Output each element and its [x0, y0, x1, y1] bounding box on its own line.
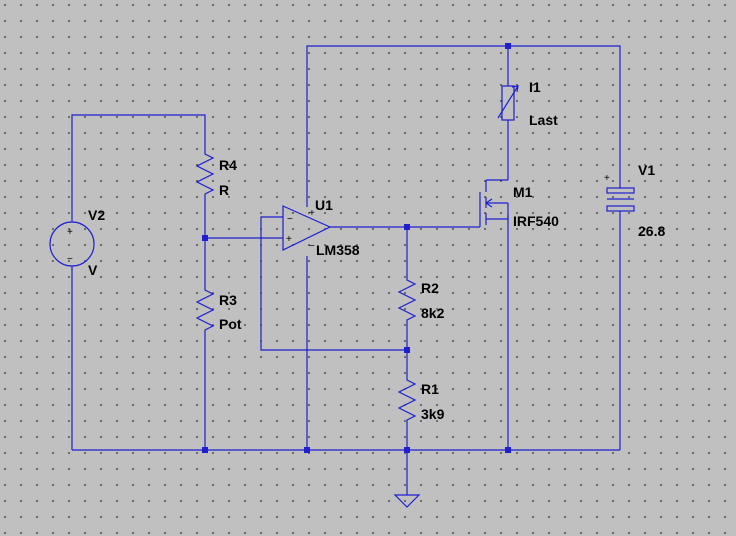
wire-v2-top: [71, 114, 206, 222]
i1-value: Last: [529, 112, 558, 128]
wire-inv-feedback: [260, 216, 407, 351]
i1-arrow-head: [511, 85, 519, 93]
junction-opamp-gnd: [304, 447, 310, 453]
u1-vplus-sign: +: [309, 208, 315, 219]
r2-value: 8k2: [421, 305, 445, 321]
resistor-r2-symbol[interactable]: [397, 276, 417, 326]
v1-plate-long: [606, 187, 635, 194]
v2-value: V: [88, 262, 98, 278]
resistor-r4-symbol[interactable]: [195, 150, 215, 202]
junction-gate: [404, 224, 410, 230]
v2-circle: [49, 221, 95, 267]
wires: [71, 45, 621, 495]
v2-plus: +: [67, 227, 73, 238]
current-source-i1-symbol[interactable]: [497, 85, 519, 121]
r1-value: 3k9: [421, 406, 445, 422]
u1-value: LM358: [316, 242, 360, 258]
u1-noninv-sign: +: [286, 234, 292, 245]
m1-name: M1: [513, 184, 533, 200]
v1-value: 26.8: [638, 223, 665, 239]
u1-inv-sign: −: [287, 214, 293, 225]
v1-name: V1: [638, 162, 655, 178]
junctions: [202, 43, 511, 453]
battery-v1-symbol[interactable]: +: [604, 170, 635, 215]
junction-source-gnd: [505, 447, 511, 453]
junction-r3-gnd: [202, 447, 208, 453]
junction-r1-gnd: [404, 447, 410, 453]
i1-arrow-shaft: [497, 85, 519, 119]
v2-name: V2: [88, 207, 105, 223]
resistor-r1-symbol[interactable]: [397, 376, 417, 426]
junction-divider: [202, 235, 208, 241]
i1-name: I1: [529, 79, 541, 95]
r3-value: Pot: [219, 316, 242, 332]
u1-name: U1: [315, 197, 333, 213]
r2-name: R2: [421, 280, 439, 296]
r1-name: R1: [421, 381, 439, 397]
r4-name: R4: [219, 157, 237, 173]
i1-body: [501, 85, 515, 121]
ground-icon[interactable]: [393, 494, 421, 508]
m1-arrow: [484, 198, 493, 208]
junction-feedback: [404, 347, 410, 353]
m1-value: IRF540: [513, 213, 559, 229]
resistor-r3-symbol[interactable]: [195, 286, 215, 338]
v1-plate-short: [606, 205, 635, 212]
mosfet-m1-symbol[interactable]: [479, 179, 509, 227]
v2-minus: −: [67, 254, 73, 265]
wire-top-rail: [306, 45, 621, 207]
r3-name: R3: [219, 292, 237, 308]
u1-vminus-sign: −: [309, 241, 315, 252]
junction-top: [505, 43, 511, 49]
voltage-source-v2-symbol[interactable]: + −: [49, 221, 95, 267]
opamp-u1-symbol[interactable]: − + + −: [282, 205, 332, 252]
r4-value: R: [219, 182, 229, 198]
v1-plus: +: [604, 173, 610, 184]
u1-triangle: [282, 205, 332, 251]
